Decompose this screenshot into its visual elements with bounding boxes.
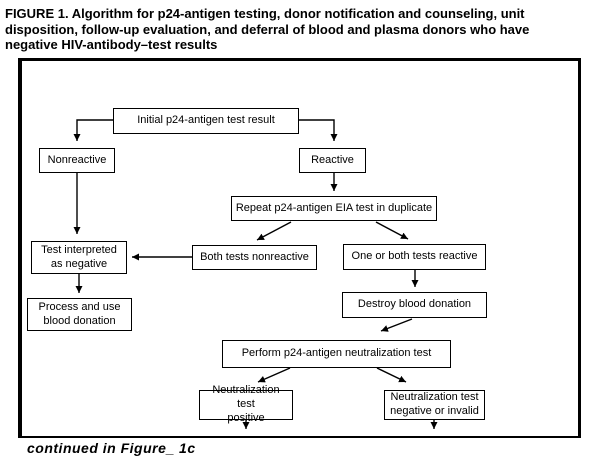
node-neutralization-negative-invalid: Neutralization test negative or invalid <box>384 390 485 420</box>
node-initial-p24-test-result: Initial p24-antigen test result <box>113 108 299 134</box>
continued-note: continued in Figure_ 1c <box>27 440 196 456</box>
edge-perform-neutpositive <box>257 367 291 383</box>
node-repeat-eia-test: Repeat p24-antigen EIA test in duplicate <box>231 196 437 221</box>
node-process-use-donation: Process and use blood donation <box>27 298 132 331</box>
node-test-interpreted-negative: Test interpreted as negative <box>31 241 127 274</box>
edge-repeat-bothnonreactive <box>256 221 292 241</box>
edge-repeat-oneorboth <box>375 221 409 240</box>
node-neutralization-positive: Neutralization test positive <box>199 384 293 424</box>
edge-perform-neutnegative <box>376 367 407 383</box>
edge-initial-nonreactive <box>73 119 113 141</box>
node-both-tests-nonreactive: Both tests nonreactive <box>192 245 317 270</box>
node-reactive: Reactive <box>299 148 366 173</box>
node-nonreactive: Nonreactive <box>39 148 115 173</box>
node-one-or-both-reactive: One or both tests reactive <box>343 244 486 270</box>
edge-destroy-perform <box>380 318 413 332</box>
figure-title: FIGURE 1. Algorithm for p24-antigen test… <box>5 6 530 53</box>
edge-initial-reactive <box>299 119 338 141</box>
node-perform-neutralization-test: Perform p24-antigen neutralization test <box>222 340 451 368</box>
node-destroy-donation: Destroy blood donation <box>342 292 487 318</box>
